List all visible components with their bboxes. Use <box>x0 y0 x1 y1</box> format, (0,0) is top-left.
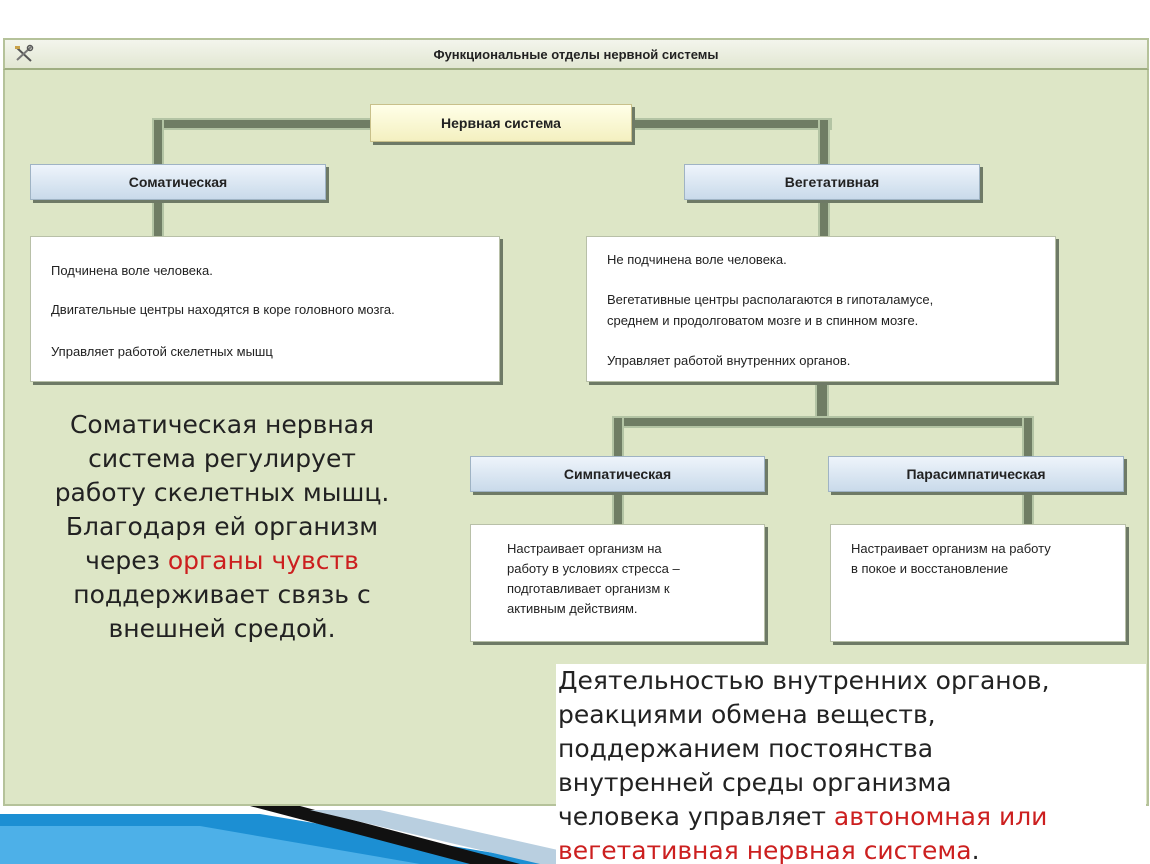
note-text: через <box>85 546 168 575</box>
note-line: система регулирует <box>88 444 356 473</box>
window-titlebar: Функциональные отделы нервной системы <box>3 38 1149 70</box>
decorative-stripes <box>0 806 620 864</box>
note-highlight: автономная или <box>833 802 1048 831</box>
note-line: вегетативная нервная система. <box>558 834 1146 864</box>
description-line: Настраивает организм на работу <box>851 541 1051 556</box>
node-label: Вегетативная <box>784 174 880 190</box>
node-vegetative: Вегетативная <box>684 164 980 200</box>
description-line: в покое и восстановление <box>851 561 1009 576</box>
somatic-note: Соматическая нервная система регулирует … <box>22 408 422 646</box>
note-line: внешней средой. <box>108 614 336 643</box>
description-line: Управляет работой скелетных мышц <box>51 344 273 359</box>
note-highlight: вегетативная нервная система <box>558 836 972 864</box>
node-label: Симпатическая <box>563 466 672 482</box>
note-line: Благодаря ей организм <box>65 512 379 541</box>
window-title: Функциональные отделы нервной системы <box>433 47 719 62</box>
description-line: Вегетативные центры располагаются в гипо… <box>607 292 934 307</box>
note-line: реакциями обмена веществ, <box>558 700 936 729</box>
node-parasympathetic: Парасимпатическая <box>828 456 1124 492</box>
note-text: человека управляет <box>558 802 834 831</box>
autonomic-note: Деятельностью внутренних органов, реакци… <box>556 664 1146 864</box>
description-line: Управляет работой внутренних органов. <box>607 353 851 368</box>
parasympathetic-description: Настраивает организм на работу в покое и… <box>830 524 1126 642</box>
description-line: подготавливает организм к <box>507 581 670 596</box>
node-sympathetic: Симпатическая <box>470 456 765 492</box>
connector-branch-horizontal <box>612 416 1034 428</box>
connector-vegetative-down <box>815 382 829 418</box>
description-line: Подчинена воле человека. <box>51 263 213 278</box>
somatic-description: Подчинена воле человека. Двигательные це… <box>30 236 500 382</box>
node-label: Соматическая <box>128 174 228 190</box>
description-line: среднем и продолговатом мозге и в спинно… <box>607 313 919 328</box>
node-nervous-system: Нервная система <box>370 104 632 142</box>
note-text: . <box>971 836 980 864</box>
description-line: Настраивает организм на <box>507 541 662 556</box>
sympathetic-description: Настраивает организм на работу в условия… <box>470 524 765 642</box>
tools-icon[interactable] <box>13 44 35 64</box>
node-label: Парасимпатическая <box>906 466 1046 482</box>
note-line: поддерживает связь с <box>73 580 371 609</box>
note-line: через органы чувств <box>22 544 422 578</box>
node-label: Нервная система <box>441 115 561 131</box>
note-line: работу скелетных мышц. <box>54 478 390 507</box>
description-line: Не подчинена воле человека. <box>607 252 787 267</box>
node-somatic: Соматическая <box>30 164 326 200</box>
note-line: Соматическая нервная <box>69 410 375 439</box>
note-line: человека управляет автономная или <box>558 800 1146 834</box>
vegetative-description: Не подчинена воле человека. Вегетативные… <box>586 236 1056 382</box>
note-line: Деятельностью внутренних органов, <box>558 666 1050 695</box>
note-line: внутренней среды организма <box>558 768 952 797</box>
description-line: активным действиям. <box>507 601 638 616</box>
description-line: Двигательные центры находятся в коре гол… <box>51 302 395 317</box>
note-highlight: органы чувств <box>167 546 359 575</box>
note-line: поддержанием постоянства <box>558 734 934 763</box>
description-line: работу в условиях стресса – <box>507 561 680 576</box>
